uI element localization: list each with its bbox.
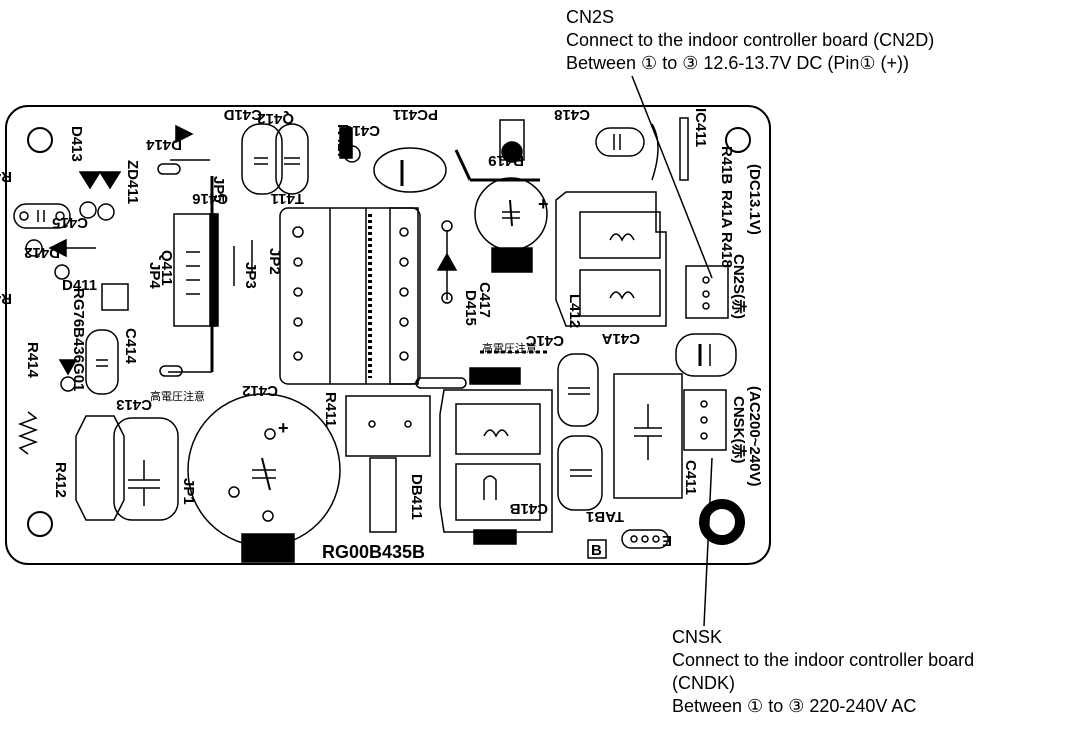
label-q411: Q411 [158, 250, 175, 286]
inductor-l412-area [555, 191, 729, 327]
label-c416: C416 [192, 190, 228, 207]
mount-hole-top-right [725, 127, 751, 153]
high-voltage-warning-left: 高電圧注意 [150, 389, 205, 403]
label-c41d: C41D [223, 106, 262, 123]
label-r414: R414 [24, 342, 41, 379]
label-zd411: ZD411 [124, 160, 141, 204]
label-c417: C417 [476, 282, 493, 318]
label-d412: D412 [24, 244, 60, 261]
left-components [13, 124, 210, 521]
label-c415: C415 [52, 214, 88, 231]
label-tab1: TAB1 [586, 508, 624, 525]
cn2s-callout-line2: Between ① to ③ 12.6-13.7V DC (Pin① (+)) [566, 53, 910, 73]
label-l411: L411 [479, 364, 512, 381]
cnsk-callout-title: CNSK [672, 627, 723, 647]
label-jp4: JP4 [146, 262, 163, 289]
ac-voltage-note: (AC200~240V) [746, 386, 763, 486]
c417-plus-mark: + [538, 194, 549, 214]
c412-plus-mark: + [278, 418, 289, 438]
tab1-connector [587, 529, 669, 559]
transformer-t411 [279, 207, 467, 389]
label-c414: C414 [122, 328, 139, 365]
cnsk-callout-line2: (CNDK) [672, 673, 735, 693]
label-d411: D411 [62, 277, 97, 294]
label-r411: R411 [322, 392, 339, 427]
cnsk-callout-line3: Between ① to ③ 220-240V AC [672, 696, 917, 716]
label-jp3: JP3 [242, 262, 259, 289]
label-c418: C418 [554, 106, 590, 123]
label-r417: R417 [334, 124, 351, 160]
label-t411: T411 [271, 190, 304, 207]
label-c412: C412 [242, 382, 278, 399]
label-r418: R418 [718, 232, 735, 268]
label-r419: R419 [488, 152, 524, 169]
high-voltage-warning-center: 高電圧注意 [482, 341, 537, 355]
label-r412: R412 [52, 462, 69, 498]
capacitor-c412 [187, 393, 341, 563]
label-d414: D414 [145, 136, 182, 153]
label-jp2: JP2 [266, 248, 283, 275]
cn2s-callout: CN2S Connect to the indoor controller bo… [566, 6, 934, 75]
cn2s-leader-line [631, 75, 713, 279]
label-c41b: C41B [509, 500, 548, 517]
label-c419: C419 [344, 122, 380, 139]
label-r415: R415 [0, 290, 12, 307]
inductor-l411-area [345, 350, 553, 545]
label-c41c: C41C [525, 332, 564, 349]
q411-area [159, 176, 253, 377]
board-box-letter: B [591, 542, 602, 559]
board-side-code: RG76B436G01 [70, 288, 87, 391]
label-r41b: R41B [718, 146, 735, 185]
label-e-terminal: E [662, 532, 672, 549]
cnsk-leader-line [703, 457, 713, 627]
cnsk-callout-line1: Connect to the indoor controller board [672, 650, 975, 670]
mount-hole-top-left [27, 127, 53, 153]
mount-hole-bottom-left [27, 511, 53, 537]
label-db411: DB411 [408, 474, 425, 520]
label-d413: D413 [68, 126, 85, 162]
cn2s-callout-title: CN2S [566, 7, 615, 27]
label-pc411: PC411 [393, 106, 438, 123]
label-r416: R416 [0, 168, 12, 185]
mount-hole-ground [699, 499, 745, 545]
label-c41a: C41A [601, 330, 640, 347]
label-cn2s: CN2S(赤) [730, 254, 748, 319]
label-r41a: R41A [718, 190, 735, 229]
cn2s-callout-line1: Connect to the indoor controller board (… [566, 30, 935, 50]
label-jp1: JP1 [180, 478, 197, 505]
label-c413: C413 [116, 396, 152, 413]
label-ic411: IC411 [692, 108, 709, 147]
cnsk-callout: CNSK Connect to the indoor controller bo… [672, 626, 974, 718]
label-l412: L412 [566, 294, 583, 328]
label-cnsk: CNSK(赤) [730, 396, 748, 464]
top-middle-components [241, 117, 689, 273]
capacitor-group-right [557, 333, 737, 511]
board-outline [5, 105, 771, 565]
dc-voltage-note: (DC13.1V) [746, 164, 763, 235]
board-part-number: RG00B435B [322, 542, 425, 562]
label-c411: C411 [682, 460, 699, 495]
label-jp5: JP5 [210, 176, 227, 203]
label-d415: D415 [462, 290, 479, 326]
label-q412: Q412 [257, 110, 294, 127]
